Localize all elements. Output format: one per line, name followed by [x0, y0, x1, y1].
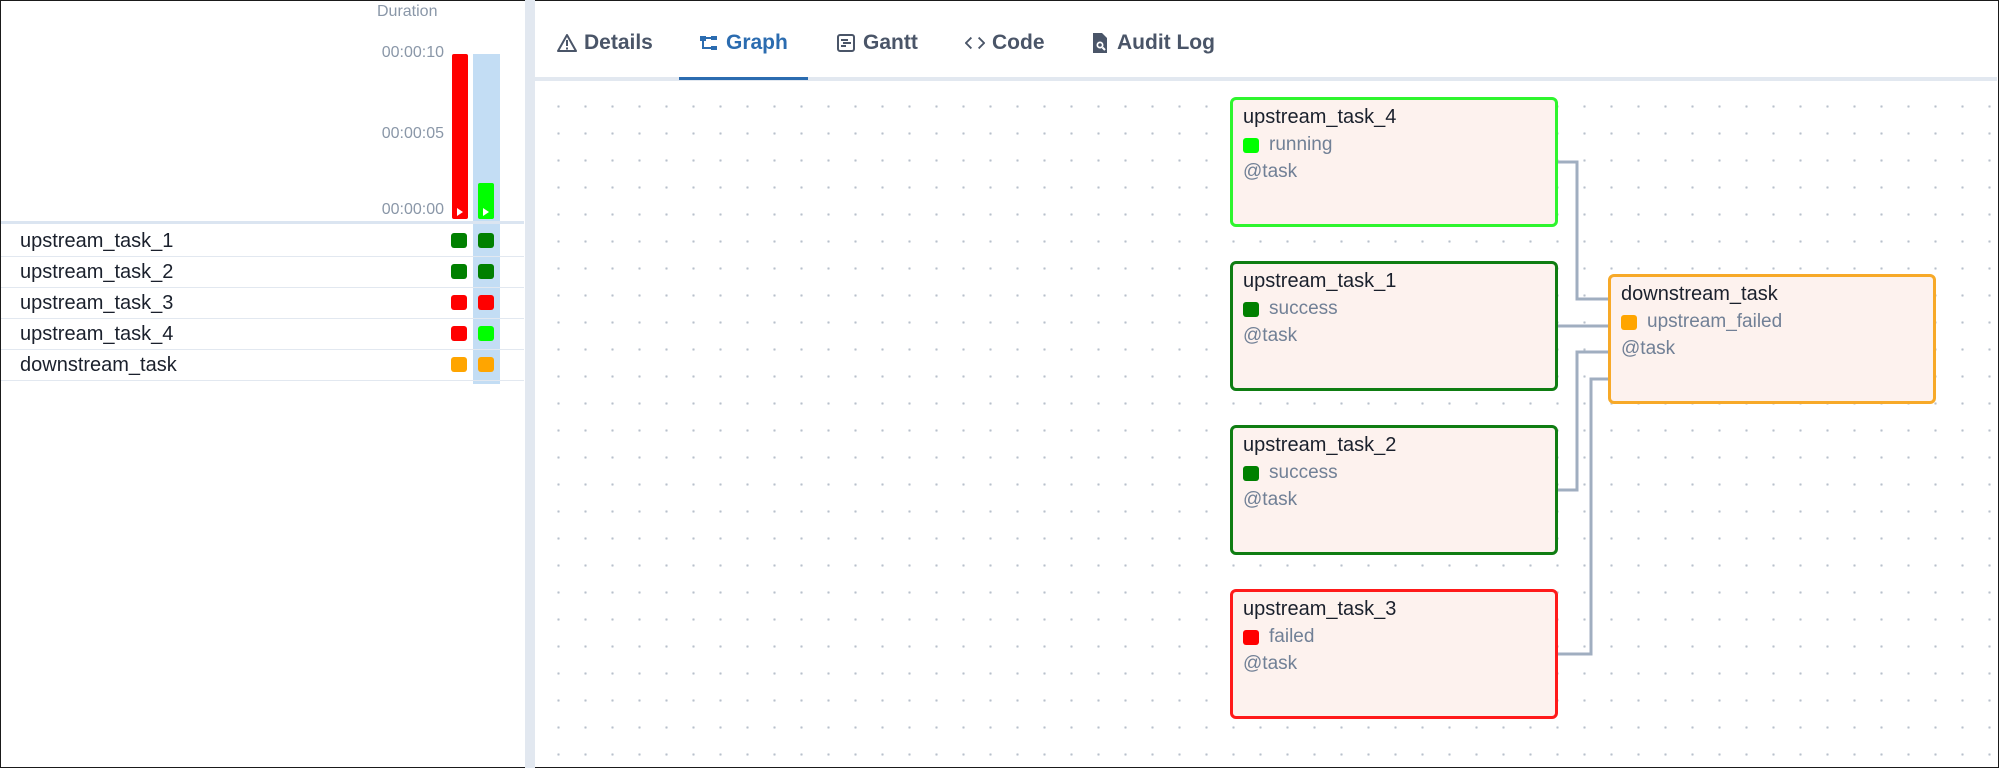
edge-upstream-task-3-to-downstream: [1558, 377, 1608, 656]
task-instance-status[interactable]: [478, 264, 494, 279]
duration-tick-mid: 00:00:05: [381, 125, 444, 142]
node-task-name: downstream_task: [1621, 283, 1778, 305]
graph-node-upstream-task-3[interactable]: upstream_task_3 failed @task: [1230, 589, 1558, 719]
node-task-name: upstream_task_1: [1243, 270, 1397, 292]
run-duration-bar-running[interactable]: [478, 183, 494, 219]
task-instance-status[interactable]: [451, 233, 467, 248]
tab-bar: Details Graph Gantt Code Audit Log: [535, 1, 1997, 81]
task-instance-status[interactable]: [451, 264, 467, 279]
gantt-icon: [836, 31, 856, 55]
node-task-name: upstream_task_3: [1243, 598, 1397, 620]
node-operator: @task: [1243, 489, 1298, 510]
task-instance-status[interactable]: [478, 326, 494, 341]
details-pane: Details Graph Gantt Code Audit Log: [535, 1, 1997, 766]
tab-details[interactable]: Details: [557, 31, 653, 77]
graph-node-downstream-task[interactable]: downstream_task upstream_failed @task: [1608, 274, 1936, 404]
task-row-upstream-task-2[interactable]: upstream_task_2: [1, 256, 524, 288]
task-instance-status[interactable]: [478, 233, 494, 248]
node-operator: @task: [1243, 653, 1298, 674]
tab-graph[interactable]: Graph: [679, 31, 808, 80]
task-row-upstream-task-4[interactable]: upstream_task_4: [1, 318, 524, 350]
duration-tick-min: 00:00:00: [381, 201, 444, 218]
graph-node-upstream-task-2[interactable]: upstream_task_2 success @task: [1230, 425, 1558, 555]
task-instance-status[interactable]: [451, 295, 467, 310]
tab-label: Gantt: [863, 31, 918, 54]
task-instance-status[interactable]: [478, 357, 494, 372]
task-row-downstream-task[interactable]: downstream_task: [1, 349, 524, 381]
graph-canvas[interactable]: upstream_task_4 running @task upstream_t…: [535, 81, 1997, 766]
node-state-label: failed: [1269, 626, 1315, 647]
node-state: upstream_failed: [1621, 311, 1782, 333]
graph-icon: [699, 31, 719, 55]
node-task-name: upstream_task_4: [1243, 106, 1397, 128]
task-name: upstream_task_4: [20, 323, 174, 345]
state-indicator: [1243, 137, 1259, 153]
duration-axis-title: Duration: [377, 3, 438, 20]
header-separator: [1, 221, 524, 224]
run-duration-bar-failed[interactable]: [452, 54, 468, 219]
warning-icon: [557, 31, 577, 55]
task-name: upstream_task_1: [20, 230, 174, 252]
task-instance-status[interactable]: [451, 326, 467, 341]
graph-node-upstream-task-4[interactable]: upstream_task_4 running @task: [1230, 97, 1558, 227]
tab-label: Graph: [726, 31, 788, 54]
edge-upstream-task-4-to-downstream: [1558, 160, 1608, 301]
node-state-label: running: [1269, 134, 1333, 155]
tab-label: Code: [992, 31, 1045, 54]
task-name: downstream_task: [20, 354, 177, 376]
task-name: upstream_task_3: [20, 292, 174, 314]
node-state: success: [1243, 462, 1338, 484]
task-instance-status[interactable]: [451, 357, 467, 372]
task-grid-panel: Duration 00:00:10 00:00:05 00:00:00 upst…: [1, 1, 524, 766]
tab-gantt[interactable]: Gantt: [836, 31, 918, 77]
tab-label: Audit Log: [1117, 31, 1215, 54]
task-instance-status[interactable]: [478, 295, 494, 310]
panel-resize-handle[interactable]: [525, 0, 535, 768]
node-state: success: [1243, 298, 1338, 320]
play-icon: [483, 208, 489, 216]
play-icon: [457, 208, 463, 216]
duration-tick-max: 00:00:10: [381, 44, 444, 61]
code-icon: [965, 31, 985, 55]
node-operator: @task: [1621, 338, 1676, 359]
tab-audit-log[interactable]: Audit Log: [1090, 31, 1215, 77]
graph-node-upstream-task-1[interactable]: upstream_task_1 success @task: [1230, 261, 1558, 391]
audit-log-icon: [1090, 31, 1110, 55]
task-row-upstream-task-3[interactable]: upstream_task_3: [1, 287, 524, 319]
state-indicator: [1621, 314, 1637, 330]
node-state-label: success: [1269, 298, 1338, 319]
state-indicator: [1243, 629, 1259, 645]
state-indicator: [1243, 465, 1259, 481]
tab-label: Details: [584, 31, 653, 54]
tab-code[interactable]: Code: [965, 31, 1045, 77]
node-operator: @task: [1243, 161, 1298, 182]
node-state-label: upstream_failed: [1647, 311, 1783, 332]
node-state: running: [1243, 134, 1332, 156]
dependency-edges: [1558, 160, 1608, 656]
node-state-label: success: [1269, 462, 1338, 483]
edge-upstream-task-2-to-downstream: [1558, 350, 1608, 492]
task-row-upstream-task-1[interactable]: upstream_task_1: [1, 225, 524, 257]
node-task-name: upstream_task_2: [1243, 434, 1397, 456]
node-operator: @task: [1243, 325, 1298, 346]
node-state: failed: [1243, 626, 1314, 648]
task-name: upstream_task_2: [20, 261, 174, 283]
state-indicator: [1243, 301, 1259, 317]
